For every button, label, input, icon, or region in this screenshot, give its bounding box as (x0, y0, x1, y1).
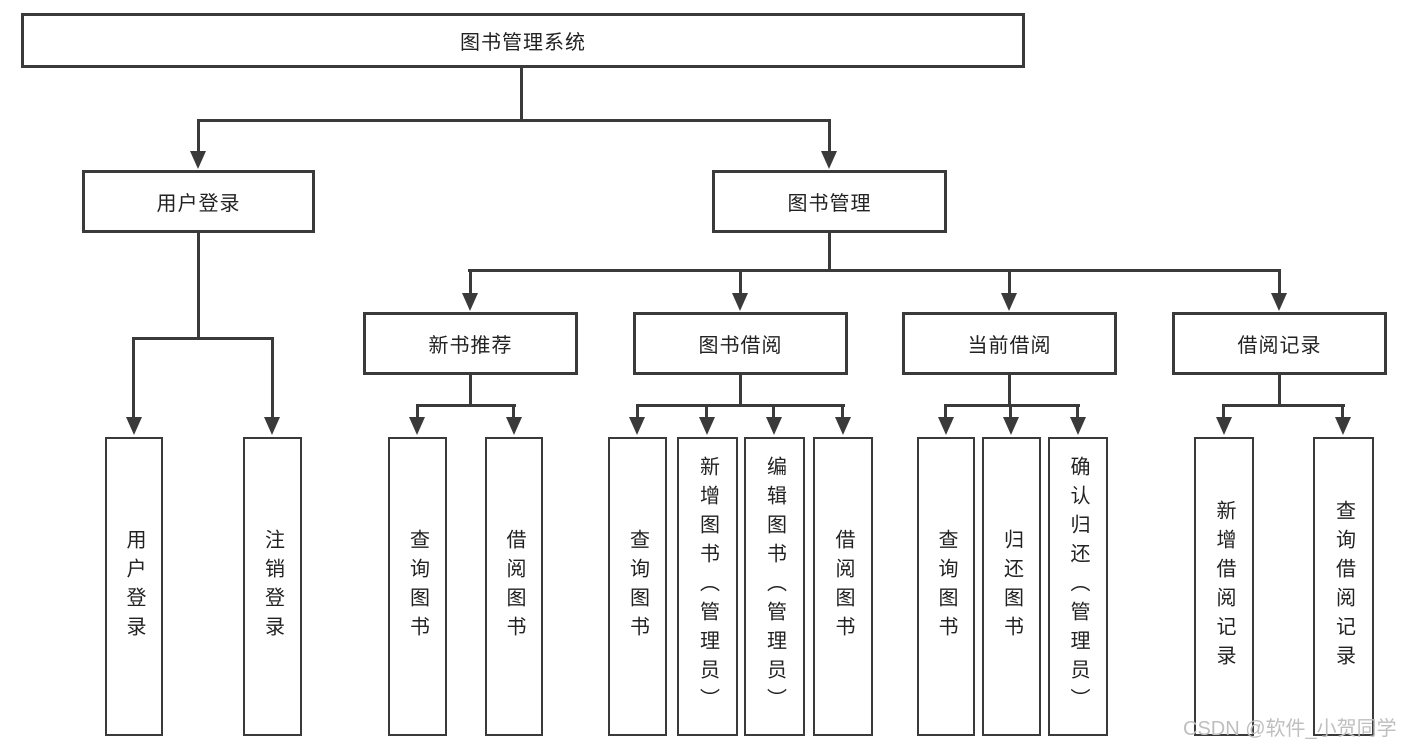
section-current-borrowing-label: 当前借阅 (967, 335, 1052, 357)
connector-login-hbar (132, 337, 274, 340)
connector-management-stem (828, 233, 831, 272)
leaf-borrow-borrow-book-box: 借阅图书 (813, 437, 873, 736)
arrowhead-to-book-borrowing (732, 293, 748, 311)
connector-stem-borrow-add (705, 404, 708, 420)
arrowhead-to-current-return (1003, 417, 1019, 435)
connector-stem-user-login (197, 119, 200, 152)
section-current-borrowing-box: 当前借阅 (902, 312, 1117, 375)
connector-stem-current-query (944, 404, 947, 420)
section-book-borrowing-label: 图书借阅 (698, 335, 783, 357)
connector-newrec-stem (469, 375, 472, 407)
leaf-borrow-query-book-box: 查询图书 (608, 437, 667, 736)
arrowhead-to-records-add (1216, 417, 1232, 435)
leaf-records-query-record-label: 查询借阅记录 (1332, 499, 1355, 674)
connector-stem-records-add (1222, 404, 1225, 420)
arrowhead-to-book-management (821, 151, 837, 169)
arrowhead-to-leaf-logout (264, 417, 280, 435)
connector-stem-borrowing-records (1278, 269, 1281, 295)
connector-login-stem (197, 233, 200, 337)
arrowhead-to-borrow-query (629, 417, 645, 435)
connector-current-hbar (944, 404, 1080, 407)
leaf-current-query-book-box: 查询图书 (917, 437, 975, 736)
connector-borrow-hbar (636, 404, 845, 407)
connector-stem-leaf-logout (271, 337, 274, 419)
arrowhead-to-borrow-add (699, 417, 715, 435)
root-node-label: 图书管理系统 (460, 32, 586, 54)
branch-user-login-box: 用户登录 (82, 170, 315, 233)
connector-stem-borrow-edit (772, 404, 775, 420)
leaf-newrec-borrow-book-label: 借阅图书 (503, 528, 525, 645)
arrowhead-to-borrow-borrow (835, 417, 851, 435)
connector-stem-leaf-user-login (132, 337, 135, 419)
connector-stem-current-confirm (1076, 404, 1079, 420)
arrowhead-to-borrowing-records (1271, 293, 1287, 311)
connector-stem-borrow-borrow (841, 404, 844, 420)
arrowhead-to-current-borrowing (1001, 293, 1017, 311)
connector-stem-book-borrowing (739, 269, 742, 295)
leaf-logout-box: 注销登录 (243, 437, 302, 736)
leaf-current-confirm-return-admin-label: 确认归还（管理员） (1067, 456, 1089, 717)
leaf-borrow-edit-book-admin-label: 编辑图书（管理员） (763, 456, 786, 717)
connector-records-hbar (1222, 404, 1345, 407)
leaf-borrow-add-book-admin-box: 新增图书（管理员） (677, 437, 738, 736)
leaf-records-query-record-box: 查询借阅记录 (1313, 437, 1374, 736)
connector-stem-newrec-query (416, 404, 419, 420)
leaf-current-confirm-return-admin-box: 确认归还（管理员） (1048, 437, 1108, 736)
leaf-current-return-book-label: 归还图书 (1000, 528, 1023, 645)
leaf-current-return-book-box: 归还图书 (982, 437, 1041, 736)
connector-stem-new-book (469, 269, 472, 295)
section-new-book-recommendation-label: 新书推荐 (428, 335, 513, 357)
connector-stem-current-borrowing (1008, 269, 1011, 295)
connector-level2-hbar (197, 119, 831, 122)
section-book-borrowing-box: 图书借阅 (633, 312, 848, 375)
leaf-borrow-edit-book-admin-box: 编辑图书（管理员） (744, 437, 805, 736)
branch-user-login-label: 用户登录 (156, 193, 241, 215)
connector-root-stem (520, 67, 523, 119)
connector-borrow-stem (739, 375, 742, 407)
csdn-watermark: CSDN @软件_小贺同学 (1183, 718, 1397, 740)
arrowhead-to-leaf-user-login (126, 417, 142, 435)
arrowhead-to-new-book (462, 293, 478, 311)
arrowhead-to-current-query (938, 417, 954, 435)
arrowhead-to-borrow-edit (766, 417, 782, 435)
branch-book-management-label: 图书管理 (787, 193, 872, 215)
leaf-user-login-box: 用户登录 (105, 437, 163, 736)
arrowhead-to-newrec-borrow (506, 417, 522, 435)
branch-book-management-box: 图书管理 (712, 170, 947, 233)
leaf-newrec-query-book-box: 查询图书 (388, 437, 447, 736)
section-new-book-recommendation-box: 新书推荐 (363, 312, 578, 375)
leaf-records-add-record-box: 新增借阅记录 (1194, 437, 1254, 736)
connector-records-stem (1278, 375, 1281, 407)
connector-stem-newrec-borrow (512, 404, 515, 420)
leaf-borrow-borrow-book-label: 借阅图书 (832, 528, 854, 645)
root-node-box: 图书管理系统 (21, 13, 1025, 68)
connector-sections-hbar (468, 269, 1280, 272)
connector-newrec-hbar (416, 404, 516, 407)
arrowhead-to-records-query (1335, 417, 1351, 435)
arrowhead-to-newrec-query (409, 417, 425, 435)
leaf-newrec-borrow-book-box: 借阅图书 (485, 437, 543, 736)
leaf-newrec-query-book-label: 查询图书 (406, 528, 429, 645)
arrowhead-to-current-confirm (1070, 417, 1086, 435)
connector-stem-records-query (1341, 404, 1344, 420)
leaf-logout-label: 注销登录 (261, 528, 284, 645)
leaf-current-query-book-label: 查询图书 (935, 528, 957, 645)
connector-current-stem (1008, 375, 1011, 407)
leaf-borrow-add-book-admin-label: 新增图书（管理员） (696, 456, 719, 717)
leaf-records-add-record-label: 新增借阅记录 (1213, 499, 1235, 674)
connector-stem-book-management (828, 119, 831, 152)
section-borrowing-records-box: 借阅记录 (1172, 312, 1387, 375)
section-borrowing-records-label: 借阅记录 (1237, 335, 1322, 357)
connector-stem-current-return (1009, 404, 1012, 420)
arrowhead-to-user-login (190, 151, 206, 169)
connector-stem-borrow-query (636, 404, 639, 420)
leaf-user-login-label: 用户登录 (123, 528, 145, 645)
leaf-borrow-query-book-label: 查询图书 (626, 528, 649, 645)
